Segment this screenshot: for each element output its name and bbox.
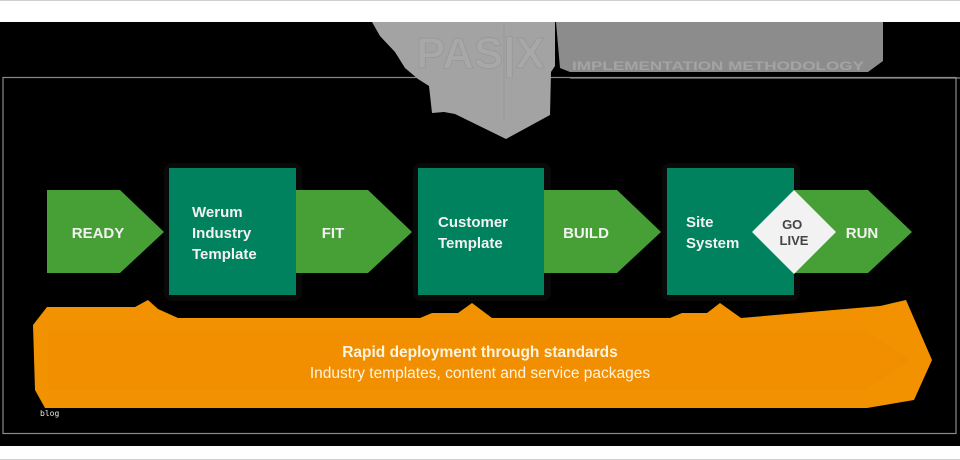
site-system-label: Site System xyxy=(686,214,739,252)
werum-label: Werum Industry Template xyxy=(192,204,257,263)
phase-run: RUN xyxy=(794,190,912,273)
go-live-diamond xyxy=(752,190,836,274)
fit-arrow xyxy=(296,190,412,273)
phase-ready: READY xyxy=(47,190,164,273)
watermark-label: blog xyxy=(40,409,60,418)
banner-title: Rapid deployment through standards xyxy=(342,344,618,361)
ready-arrow xyxy=(47,190,164,273)
werum-box xyxy=(169,168,296,295)
run-label: RUN xyxy=(846,225,879,242)
banner: Rapid deployment through standards Indus… xyxy=(33,300,932,408)
milestone-go-live: GO LIVE xyxy=(752,190,836,274)
logo-subtitle: IMPLEMENTATION METHODOLOGY xyxy=(572,61,864,73)
customer-template-label: Customer Template xyxy=(438,214,512,252)
phase-fit: FIT xyxy=(296,190,412,273)
go-live-label: GO LIVE xyxy=(780,217,809,248)
build-label: BUILD xyxy=(563,225,609,242)
top-border xyxy=(0,0,960,1)
phase-customer-template: Customer Template xyxy=(418,168,544,295)
logo-brand: PAS|X xyxy=(416,29,545,79)
build-arrow xyxy=(544,190,661,273)
subtitle-banner xyxy=(556,22,883,72)
logo-badge xyxy=(372,22,555,139)
phase-build: BUILD xyxy=(544,190,661,273)
banner-inner-shade xyxy=(48,331,911,390)
ready-label: READY xyxy=(72,225,125,242)
run-arrow xyxy=(794,190,912,273)
banner-subtitle: Industry templates, content and service … xyxy=(310,365,651,382)
phase-werum-industry-template: Werum Industry Template xyxy=(169,168,296,295)
fit-label: FIT xyxy=(322,225,345,242)
customer-template-box xyxy=(418,168,544,295)
